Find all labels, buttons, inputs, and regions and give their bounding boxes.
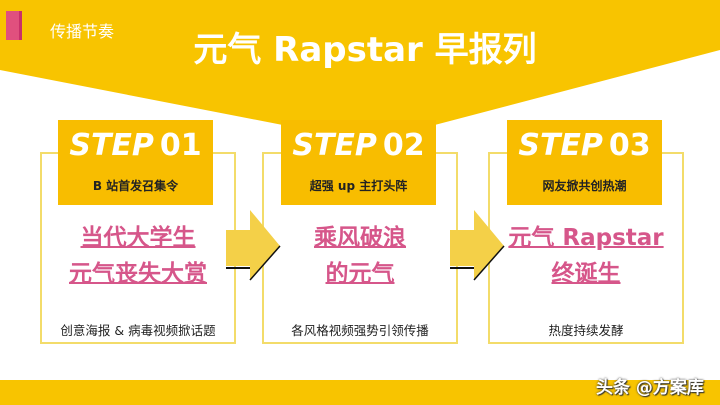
step-number: 03 bbox=[608, 128, 651, 163]
step-subtitle: 网友掀共创热潮 bbox=[542, 179, 627, 193]
section-title: 传播节奏 bbox=[50, 22, 115, 41]
step-label: STEP bbox=[69, 128, 154, 163]
step-caption: 热度持续发酵 bbox=[548, 323, 624, 338]
footer-bar bbox=[0, 380, 720, 405]
arrow-right-icon bbox=[226, 210, 281, 281]
step-headline: 当代大学生元气丧失大赏 bbox=[69, 225, 207, 287]
step-label: STEP bbox=[292, 128, 377, 163]
arrow-right-icon bbox=[450, 210, 505, 281]
page-title: 元气 Rapstar 早报列 bbox=[193, 30, 537, 70]
step-caption: 创意海报 & 病毒视频掀话题 bbox=[60, 323, 216, 338]
step-number: 01 bbox=[159, 128, 202, 163]
step-headline: 乘风破浪的元气 bbox=[314, 225, 406, 287]
section-marker bbox=[6, 11, 22, 40]
step-caption: 各风格视频强势引领传播 bbox=[291, 323, 429, 338]
step-label: STEP bbox=[518, 128, 603, 163]
step-number: 02 bbox=[382, 128, 425, 163]
step-subtitle: B 站首发召集令 bbox=[92, 179, 179, 193]
watermark: 头条 @方案库 bbox=[596, 378, 704, 398]
yellow-banner bbox=[0, 0, 720, 142]
step-subtitle: 超强 up 主打头阵 bbox=[309, 179, 408, 193]
